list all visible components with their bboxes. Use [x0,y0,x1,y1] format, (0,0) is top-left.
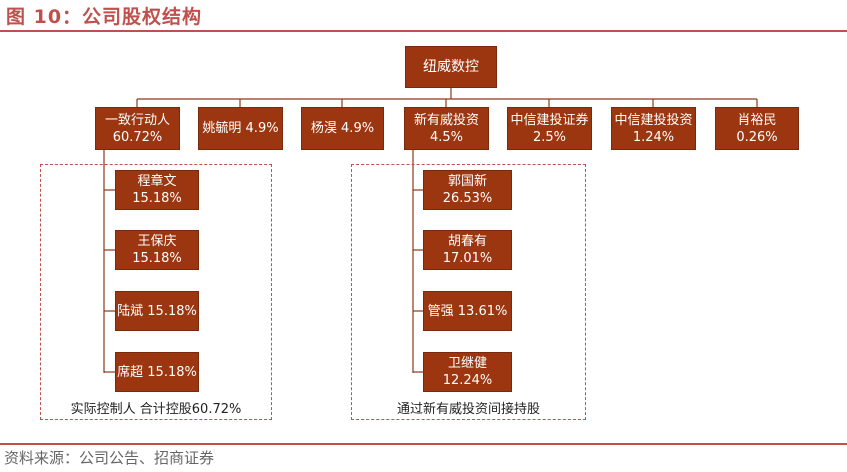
indirect-holder: 郭国新 26.53% [423,170,512,210]
shareholder-name: 新有威投资 [413,112,479,128]
member-pct: 26.53% [442,191,493,206]
shareholder-pct: 2.5% [532,129,567,145]
controller-member: 席超 15.18% [115,352,199,392]
shareholder-pct: 0.26% [736,129,778,145]
group-right-frame [351,164,586,420]
shareholder-yao: 姚毓明 4.9% [198,107,283,150]
group-right-caption: 通过新有威投资间接持股 [396,402,540,417]
member-name: 卫继健 [447,356,487,371]
member-name: 胡春有 [447,234,487,249]
member-name: 郭国新 [447,174,487,189]
member-name: 席超 15.18% [117,364,197,380]
indirect-holder: 管强 13.61% [423,291,512,331]
group-left-caption: 实际控制人 合计控股60.72% [70,402,242,417]
shareholder-name: 姚毓明 4.9% [202,121,279,136]
shareholder-name: 中信建投投资 [614,112,693,128]
root-company: 纽威数控 [405,46,497,88]
shareholder-citic-securities: 中信建投证券 2.5% [507,107,592,150]
indirect-holder: 胡春有 17.01% [423,230,512,270]
shareholder-name: 肖裕民 [737,112,777,128]
shareholder-name: 杨淏 4.9% [310,121,375,136]
shareholder-pct: 1.24% [632,129,675,145]
member-pct: 17.01% [442,251,493,266]
figure-title: 图 10：公司股权结构 [6,6,203,28]
group-left-frame [40,164,272,420]
controller-member: 王保庆 15.18% [115,230,199,270]
shareholder-concert-parties: 一致行动人 60.72% [95,107,180,150]
member-pct: 15.18% [132,251,182,266]
shareholder-name: 一致行动人 [104,112,170,128]
member-pct: 12.24% [442,373,493,388]
controller-member: 程章文 15.18% [115,170,199,210]
source-note: 资料来源：公司公告、招商证券 [4,449,215,467]
shareholder-xinyouwei: 新有威投资 4.5% [404,107,489,150]
root-company-label: 纽威数控 [423,58,479,75]
source-rule [0,443,847,445]
shareholder-pct: 60.72% [112,129,163,145]
shareholder-yang: 杨淏 4.9% [301,107,384,150]
shareholder-citic-investment: 中信建投投资 1.24% [611,107,696,150]
member-name: 程章文 [137,174,177,189]
indirect-holder: 卫继健 12.24% [423,352,512,392]
member-name: 管强 13.61% [427,303,508,319]
member-name: 陆斌 15.18% [117,303,197,319]
shareholder-name: 中信建投证券 [510,112,589,128]
member-name: 王保庆 [137,234,177,249]
controller-member: 陆斌 15.18% [115,291,199,331]
shareholder-pct: 4.5% [429,129,464,145]
member-pct: 15.18% [132,191,182,206]
title-rule [0,30,847,32]
shareholder-xiao: 肖裕民 0.26% [715,107,799,150]
